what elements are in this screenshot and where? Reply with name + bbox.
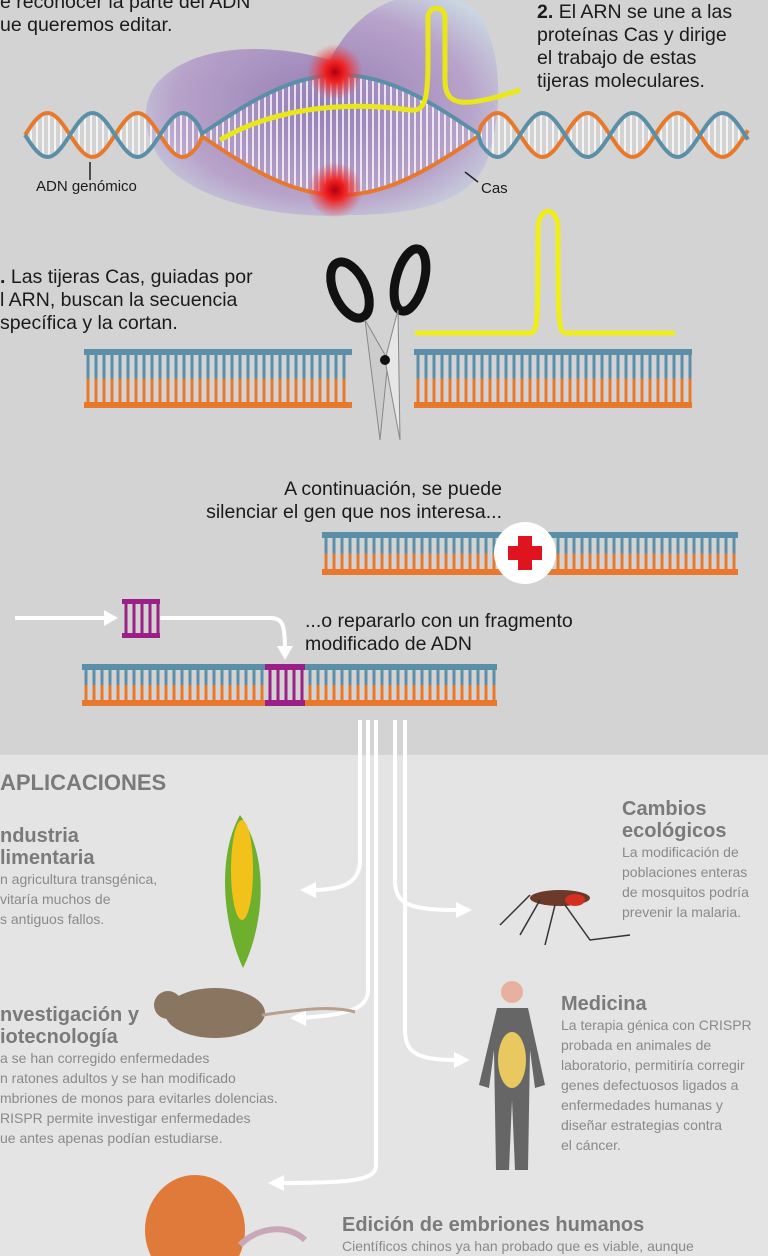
mosquito-icon: [499, 890, 631, 946]
cas-label: Cas: [481, 180, 508, 197]
corn-icon: [225, 815, 261, 968]
genomic-dna-helix: [23, 72, 750, 198]
dna-ladder: [84, 349, 352, 408]
repair-arrow: [15, 616, 287, 651]
rat-icon: [154, 988, 356, 1038]
dna-ladder: [414, 349, 692, 408]
cut-site-top: [307, 44, 363, 100]
red-cross-icon: [494, 522, 556, 584]
applications-title: APLICACIONES: [0, 770, 167, 795]
guide-rna: [218, 5, 521, 143]
guide-rna-step3: [415, 208, 675, 336]
dna-label: ADN genómico: [36, 178, 137, 195]
dna-ladder: [82, 664, 497, 706]
application-arrows: [279, 720, 461, 1185]
applications-background: [0, 755, 768, 1256]
embryo-icon: [145, 1175, 308, 1256]
dna-fragment-icon: [122, 599, 160, 638]
cut-site-bottom: [307, 162, 363, 218]
scissors-icon: [326, 244, 431, 441]
human-body-icon: [479, 981, 545, 1170]
